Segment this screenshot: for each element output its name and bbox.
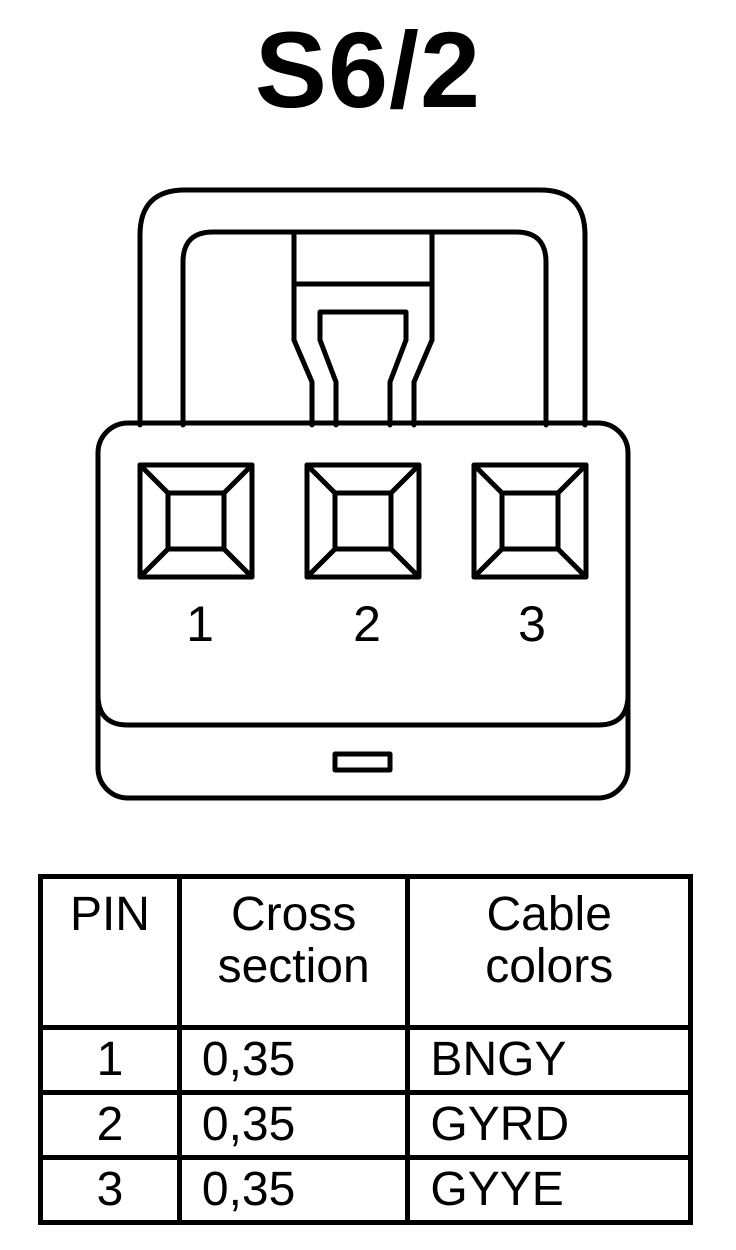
row-cable-color: GYYE [405, 1155, 693, 1225]
header-cross-line-2: section [217, 940, 370, 993]
connector-title: S6/2 [254, 9, 482, 130]
table-header-row: PIN Cross section Cable colors [38, 874, 693, 1030]
row-cross-section: 0,35 [176, 1025, 411, 1095]
latch-loop-outer [137, 187, 588, 428]
pin-socket-1 [137, 462, 255, 580]
header-cross-line-1: Cross [230, 888, 357, 941]
header-cable-colors: Cable colors [405, 874, 693, 1030]
table-row: 3 0,35 GYYE [38, 1155, 693, 1225]
pin-number-2: 2 [353, 596, 381, 652]
row-pin: 3 [38, 1155, 182, 1225]
header-color-line-2: colors [485, 940, 614, 993]
header-cross-section: Cross section [176, 874, 411, 1030]
housing-notch [332, 751, 393, 773]
housing-front-divider [95, 692, 631, 728]
pin-socket-3 [471, 462, 589, 580]
connector-diagram: 1 2 3 [95, 187, 631, 801]
row-pin: 1 [38, 1025, 182, 1095]
row-cross-section: 0,35 [176, 1090, 411, 1160]
pin-assignment-table: PIN Cross section Cable colors 1 0,35 BN… [38, 874, 693, 1225]
row-cross-section: 0,35 [176, 1155, 411, 1225]
pin-socket-2 [304, 462, 422, 580]
table-row: 2 0,35 GYRD [38, 1090, 693, 1160]
latch-tab [291, 229, 435, 428]
row-cable-color: BNGY [405, 1025, 693, 1095]
connector-housing [95, 420, 631, 801]
row-cable-color: GYRD [405, 1090, 693, 1160]
pin-number-3: 3 [518, 596, 546, 652]
header-pin: PIN [38, 874, 182, 1030]
row-pin: 2 [38, 1090, 182, 1160]
pin-number-1: 1 [186, 596, 214, 652]
header-pin-label: PIN [69, 888, 150, 941]
header-color-line-1: Cable [486, 888, 612, 941]
table-row: 1 0,35 BNGY [38, 1025, 693, 1095]
latch-loop-inner [180, 229, 549, 428]
